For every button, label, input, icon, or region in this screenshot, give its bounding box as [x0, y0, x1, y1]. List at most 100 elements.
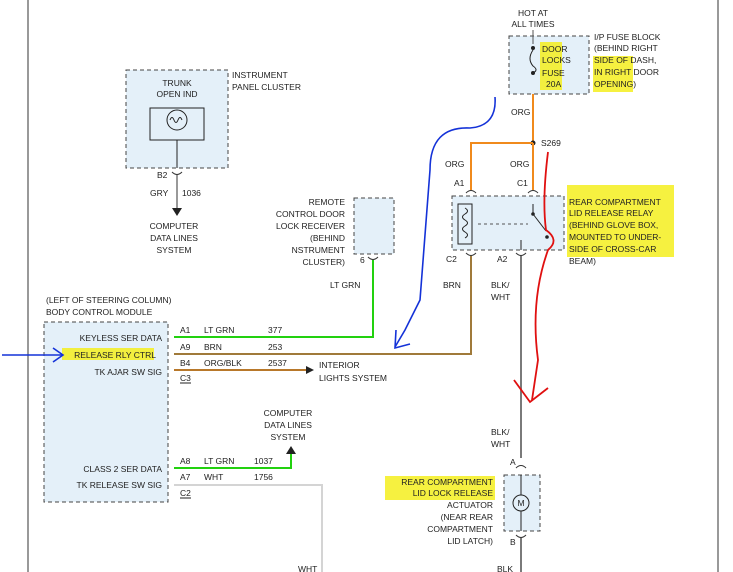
remote-label-5: CLUSTER) — [302, 257, 345, 267]
lt-grn-remote-label: LT GRN — [330, 280, 360, 290]
hot-label-2: ALL TIMES — [512, 19, 555, 29]
relay-label-2: (BEHIND GLOVE BOX, — [569, 220, 658, 230]
relay-highlight — [567, 185, 674, 257]
bcm-release-highlight — [62, 348, 154, 360]
relay-label-3: MOUNTED TO UNDER- — [569, 232, 661, 242]
blk-wht-top-1: WHT — [491, 292, 510, 302]
bcm-row-4-pin: A8 — [180, 456, 191, 466]
actuator-label-5: LID LATCH) — [447, 536, 493, 546]
fuse-block-1: (BEHIND RIGHT — [594, 43, 658, 53]
lamp-icon — [166, 109, 188, 131]
relay-c2-connector — [465, 252, 477, 256]
blk-wht-mid-1: WHT — [491, 439, 510, 449]
wht-wire — [174, 484, 323, 572]
lt-grn-wire-377 — [174, 260, 374, 338]
fuse-block-0: I/P FUSE BLOCK — [594, 32, 661, 42]
bcm-row-5-circuit: 1756 — [254, 472, 273, 482]
bcm-row-2-pin: B4 — [180, 358, 191, 368]
org-wire-a1 — [470, 142, 533, 190]
bcm-row-2-name: TK AJAR SW SIG — [94, 367, 162, 377]
remote-label-0: REMOTE — [309, 197, 346, 207]
org-top-label: ORG — [511, 107, 530, 117]
cluster-label-1: PANEL CLUSTER — [232, 82, 301, 92]
cluster-label-0: INSTRUMENT — [232, 70, 288, 80]
fuse-block-4: OPENING) — [594, 79, 636, 89]
fuse-block-highlight — [593, 56, 633, 92]
bcm-row-0-wire: LT GRN — [204, 325, 234, 335]
blk-wht-mid-0: BLK/ — [491, 427, 510, 437]
blue-pointer-arrowhead — [52, 347, 65, 363]
actuator-highlight — [385, 476, 495, 500]
bcm-title-0: (LEFT OF STEERING COLUMN) — [46, 295, 172, 305]
bcm-row-1-circuit: 253 — [268, 342, 282, 352]
brn-label: BRN — [443, 280, 461, 290]
relay-label-1: LID RELEASE RELAY — [569, 208, 654, 218]
blue-annotation-curve — [394, 96, 496, 348]
relay-pin-a2: A2 — [497, 254, 508, 264]
hot-label-1: HOT AT — [518, 8, 548, 18]
bcm-row-5-wire: WHT — [204, 472, 223, 482]
fuse-contact-bottom — [531, 71, 535, 75]
b2-connector — [171, 171, 183, 175]
bcm-row-4-circuit: 1037 — [254, 456, 273, 466]
actuator-label-2: ACTUATOR — [447, 500, 493, 510]
actuator-b-connector — [515, 534, 527, 538]
bcm-row-4-name: CLASS 2 SER DATA — [83, 464, 162, 474]
relay-label-4: SIDE OF CROSS-CAR — [569, 244, 656, 254]
actuator-label-4: COMPARTMENT — [427, 524, 493, 534]
fuse-label-0: DOOR — [542, 44, 568, 54]
org-left-label: ORG — [445, 159, 464, 169]
fuse-label-3: 20A — [546, 79, 561, 89]
cdl-top-0: COMPUTER — [150, 221, 199, 231]
relay-coil-frame — [457, 203, 473, 245]
remote-label-2: LOCK RECEIVER — [276, 221, 345, 231]
fuse-label-2: FUSE — [542, 68, 565, 78]
bcm-row-5-name: TK RELEASE SW SIG — [77, 480, 163, 490]
bcm-row-0-pin: A1 — [180, 325, 191, 335]
gry-label: GRY — [150, 188, 169, 198]
cdl-mid-2: SYSTEM — [271, 432, 306, 442]
relay-a1-connector — [465, 190, 477, 194]
interior-1: LIGHTS SYSTEM — [319, 373, 387, 383]
relay-coil-icon — [462, 207, 468, 239]
wht-bottom-label: WHT — [298, 564, 317, 572]
actuator-label-1: LID LOCK RELEASE — [413, 488, 494, 498]
cdl-top-2: SYSTEM — [157, 245, 192, 255]
fuse-label-1: LOCKS — [542, 55, 571, 65]
actuator-label-0: REAR COMPARTMENT — [401, 477, 493, 487]
relay-contact-dot — [531, 212, 535, 216]
remote-pin: 6 — [360, 255, 365, 265]
trunk-pin-b2: B2 — [157, 170, 168, 180]
bcm-row-0-name: KEYLESS SER DATA — [80, 333, 163, 343]
fuse-block-2: SIDE OF DASH, — [594, 55, 656, 65]
org-right-label: ORG — [510, 159, 529, 169]
relay-label-5: BEAM) — [569, 256, 596, 266]
relay-switch-arm — [532, 213, 547, 232]
actuator-pin-a: A — [510, 457, 516, 467]
fuse-icon — [529, 49, 537, 74]
red-annotation-arrowhead — [513, 379, 549, 404]
fuse-highlight — [540, 42, 562, 90]
cdl-top-1: DATA LINES — [150, 233, 198, 243]
bcm-row-6-pin: C2 — [180, 488, 191, 498]
bcm-row-1-wire: BRN — [204, 342, 222, 352]
bcm-row-0-circuit: 377 — [268, 325, 282, 335]
cdl-mid-0: COMPUTER — [264, 408, 313, 418]
relay-c1-connector — [527, 190, 539, 194]
lamp-filament-icon — [169, 117, 183, 123]
splice-label: S269 — [541, 138, 561, 148]
blue-annotation-arrowhead — [394, 329, 411, 350]
gry-arrow — [172, 208, 182, 216]
remote-connector — [367, 256, 379, 260]
brn-wire — [174, 256, 472, 355]
bcm-row-5-pin: A7 — [180, 472, 191, 482]
lt-grn-wire-1037 — [174, 452, 292, 469]
relay-label-0: REAR COMPARTMENT — [569, 197, 661, 207]
motor-icon — [512, 494, 530, 512]
actuator-label-3: (NEAR REAR — [441, 512, 493, 522]
actuator-a-connector — [515, 465, 527, 469]
bcm-row-2-wire: ORG/BLK — [204, 358, 242, 368]
remote-receiver-box — [353, 197, 395, 255]
fuse-contact-top — [531, 46, 535, 50]
